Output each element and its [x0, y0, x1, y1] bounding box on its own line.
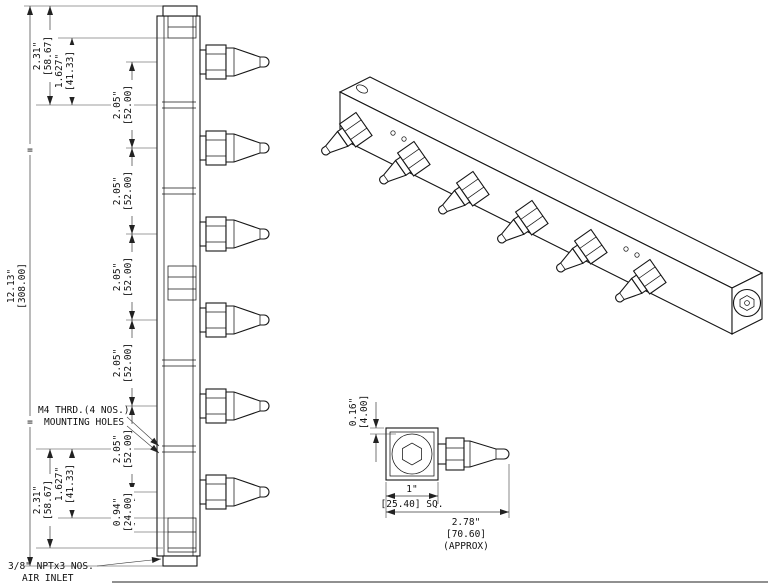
detail-square-flange [385, 427, 439, 481]
dim-top-outer: 2.31" [58.67] [31, 30, 54, 82]
equal-mark-bottom-text: = [27, 417, 33, 428]
inlet-note: 3/8" NPTx3 NOS. AIR INLET [8, 556, 162, 584]
dim-overall-in: 12.13" [6, 269, 17, 303]
dim-pitch-4: 2.05" [52.00] [111, 338, 134, 388]
dim-overall: 12.13" [308.00] [5, 258, 28, 314]
equal-mark-bottom: = [24, 416, 36, 428]
dim-top-outer-mm: [58.67] [43, 36, 54, 76]
inlet-note-line1: 3/8" NPTx3 NOS. [8, 561, 94, 572]
bottom-inlet-port [167, 517, 197, 553]
dim-length-mm: [70.60] [446, 529, 486, 540]
nozzles-front [199, 44, 270, 510]
dim-top-inner: 1.627" [41.33] [53, 45, 76, 97]
mounting-holes [162, 101, 196, 453]
dim-square-mm: [25.40] SQ. [381, 499, 444, 510]
mounting-note-line1: M4 THRD.(4 NOS.) [38, 405, 130, 416]
nozzle-3 [199, 216, 270, 252]
nozzle-5 [199, 388, 270, 424]
dim-pitch-3-mm: [52.00] [123, 257, 134, 297]
dim-bottom-inner-in: 1.627" [54, 467, 65, 501]
iso-bar-top-face [338, 76, 764, 289]
detail-bore-circle [391, 433, 433, 475]
dim-pitch-4-in: 2.05" [112, 349, 123, 378]
detail-hex-socket [402, 442, 422, 466]
dim-bottom-inner: 1.627" [41.33] [53, 458, 76, 510]
dim-bottom-end-in: 0.94" [112, 498, 123, 527]
detail-dimensions: 0.16" [4.00] 1" [25.40] SQ. 2.78" [70.60… [347, 388, 510, 552]
dim-pitch-2-in: 2.05" [112, 177, 123, 206]
dim-pitch-1-in: 2.05" [112, 91, 123, 120]
detail-nozzle-cone [463, 440, 510, 468]
nozzle-6 [199, 474, 270, 510]
dim-length-note: (APPROX) [443, 541, 489, 552]
inlet-note-line2: AIR INLET [22, 573, 74, 584]
nozzle-4 [199, 302, 270, 338]
iso-mount-hole-1 [390, 130, 396, 136]
dim-pitch-3: 2.05" [52.00] [111, 252, 134, 302]
front-view: 12.13" [308.00] 2.31" [58.67] 1.627" [41… [5, 5, 270, 584]
dim-pitch-1: 2.05" [52.00] [111, 80, 134, 130]
equal-mark-top-text: = [27, 145, 33, 156]
dim-bottom-outer: 2.31" [58.67] [31, 474, 54, 526]
detail-view: 0.16" [4.00] 1" [25.40] SQ. 2.78" [70.60… [347, 388, 510, 552]
iso-mount-hole-3 [623, 246, 629, 252]
dim-pitch-1-mm: [52.00] [123, 85, 134, 125]
dim-top-outer-in: 2.31" [32, 42, 43, 71]
iso-view [313, 76, 764, 335]
dim-lip-mm: [4.00] [359, 395, 370, 429]
dim-pitch-2-mm: [52.00] [123, 171, 134, 211]
mid-inlet-port [167, 265, 197, 301]
dim-pitch-5-in: 2.05" [112, 435, 123, 464]
dim-bottom-end-mm: [24.00] [123, 492, 134, 532]
iso-mount-hole-2 [401, 136, 407, 142]
mounting-note-line2: MOUNTING HOLES [44, 417, 124, 428]
dim-bottom-outer-mm: [58.67] [43, 480, 54, 520]
iso-end-inlet-bore [732, 288, 762, 318]
dim-bottom-end: 0.94" [24.00] [111, 487, 134, 537]
top-plug-stub [162, 5, 198, 17]
dim-lip: 0.16" [4.00] [347, 388, 370, 436]
dim-length-in: 2.78" [452, 517, 481, 528]
dim-pitch-3-in: 2.05" [112, 263, 123, 292]
dim-bottom-inner-mm: [41.33] [65, 464, 76, 504]
detail-hex-nut [445, 437, 465, 471]
mounting-note: M4 THRD.(4 NOS.) MOUNTING HOLES [38, 405, 160, 454]
dim-pitch-5-mm: [52.00] [123, 429, 134, 469]
dim-pitch-5: 2.05" [52.00] [111, 424, 134, 474]
dim-bottom-outer-in: 2.31" [32, 486, 43, 515]
dim-top-inner-in: 1.627" [54, 54, 65, 88]
iso-end-center-hole [744, 300, 750, 306]
nozzle-2 [199, 130, 270, 166]
dim-overall-mm: [308.00] [17, 263, 28, 309]
dim-pitch-4-mm: [52.00] [123, 343, 134, 383]
dim-square-in: 1" [406, 484, 417, 495]
iso-top-port-hole [356, 84, 368, 94]
bottom-inlet-stub [162, 555, 198, 567]
iso-mount-hole-4 [634, 252, 640, 258]
dim-pitch-2: 2.05" [52.00] [111, 166, 134, 216]
dim-top-inner-mm: [41.33] [65, 51, 76, 91]
nozzle-1 [199, 44, 270, 80]
equal-mark-top: = [24, 144, 36, 156]
dim-lip-in: 0.16" [348, 398, 359, 427]
iso-end-hex-socket [739, 295, 755, 311]
manifold-bar [156, 5, 201, 567]
